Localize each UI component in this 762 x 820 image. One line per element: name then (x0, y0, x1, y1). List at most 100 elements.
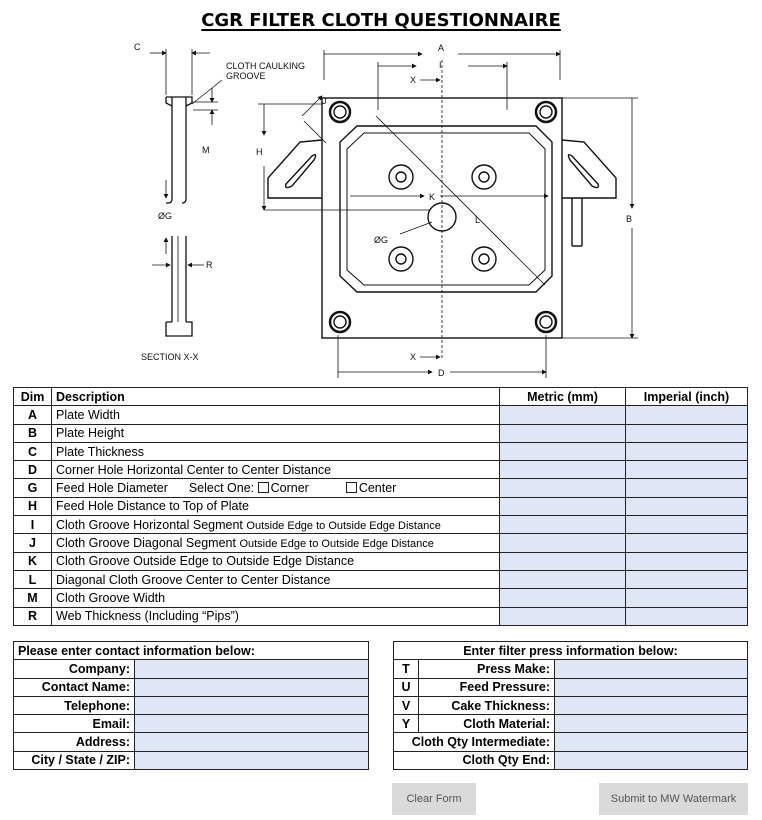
contact-header: Please enter contact information below: (13, 640, 369, 661)
press-dim-code: T (393, 659, 419, 679)
label-r: R (206, 260, 213, 270)
imperial-input-r[interactable] (625, 606, 748, 626)
imperial-input-g[interactable] (625, 478, 748, 498)
submit-button[interactable]: Submit to MW Watermark (599, 783, 748, 815)
cloth-qty-end-field[interactable] (554, 750, 748, 771)
email-field[interactable] (134, 714, 369, 734)
header-description: Description (51, 386, 500, 407)
cloth-qty-end-label: Cloth Qty End: (393, 750, 555, 771)
metric-input-g[interactable] (499, 478, 626, 498)
metric-input-d[interactable] (499, 460, 626, 480)
table-row: City / State / ZIP: (13, 750, 369, 771)
metric-input-m[interactable] (499, 588, 626, 608)
label-groove-2: GROOVE (226, 71, 266, 81)
imperial-input-m[interactable] (625, 588, 748, 608)
metric-input-l[interactable] (499, 569, 626, 590)
cloth-material-field[interactable] (554, 714, 748, 734)
page-title: CGR FILTER CLOTH QUESTIONNAIRE (0, 10, 762, 31)
contact-name-label: Contact Name: (13, 677, 135, 697)
select-one-label: Select One: (188, 481, 255, 496)
clear-form-button[interactable]: Clear Form (392, 783, 476, 815)
telephone-field[interactable] (134, 695, 369, 716)
telephone-label: Telephone: (13, 695, 135, 716)
imperial-input-c[interactable] (625, 441, 748, 462)
imperial-input-a[interactable] (625, 405, 748, 425)
table-row: B Plate Height (13, 423, 748, 443)
table-row: L Diagonal Cloth Groove Center to Center… (13, 569, 748, 590)
dim-code: G (13, 478, 52, 498)
dimension-table-header: Dim Description Metric (mm) Imperial (in… (13, 386, 748, 407)
label-a: A (438, 43, 444, 53)
press-make-field[interactable] (554, 659, 748, 679)
table-row: H Feed Hole Distance to Top of Plate (13, 496, 748, 517)
dim-code: R (13, 606, 52, 626)
table-row: G Feed Hole Diameter Select One: Corner … (13, 478, 748, 498)
table-row: K Cloth Groove Outside Edge to Outside E… (13, 551, 748, 571)
dim-code: H (13, 496, 52, 517)
imperial-input-h[interactable] (625, 496, 748, 517)
press-header: Enter filter press information below: (393, 640, 748, 661)
metric-input-j[interactable] (499, 533, 626, 553)
dim-description: Cloth Groove Horizontal Segment Outside … (51, 515, 500, 535)
dim-description: Diagonal Cloth Groove Center to Center D… (51, 569, 500, 590)
label-h: H (256, 147, 263, 157)
city-state-zip-field[interactable] (134, 750, 369, 771)
dim-code: A (13, 405, 52, 425)
label-c: C (134, 42, 141, 52)
company-field[interactable] (134, 659, 369, 679)
table-row: D Corner Hole Horizontal Center to Cente… (13, 460, 748, 480)
imperial-input-k[interactable] (625, 551, 748, 571)
table-row: Email: (13, 714, 369, 734)
table-row: I Cloth Groove Horizontal Segment Outsid… (13, 515, 748, 535)
metric-input-i[interactable] (499, 515, 626, 535)
center-checkbox[interactable] (345, 482, 357, 494)
label-og-plate: ØG (374, 235, 388, 245)
cake-thickness-label: Cake Thickness: (418, 695, 555, 716)
cloth-material-label: Cloth Material: (418, 714, 555, 734)
feed-pressure-label: Feed Pressure: (418, 677, 555, 697)
address-field[interactable] (134, 732, 369, 752)
feed-pressure-field[interactable] (554, 677, 748, 697)
dim-description: Feed Hole Diameter Select One: Corner Ce… (51, 478, 500, 498)
dim-description: Plate Height (51, 423, 500, 443)
metric-input-h[interactable] (499, 496, 626, 517)
address-label: Address: (13, 732, 135, 752)
dim-code: L (13, 569, 52, 590)
contact-table: Please enter contact information below: … (13, 640, 369, 771)
label-og-left: ØG (158, 211, 172, 221)
cake-thickness-field[interactable] (554, 695, 748, 716)
dim-code: K (13, 551, 52, 571)
imperial-input-i[interactable] (625, 515, 748, 535)
dim-description: Cloth Groove Outside Edge to Outside Edg… (51, 551, 500, 571)
dim-code: B (13, 423, 52, 443)
header-dim: Dim (13, 386, 52, 407)
contact-name-field[interactable] (134, 677, 369, 697)
corner-label: Corner (270, 481, 309, 496)
table-row: M Cloth Groove Width (13, 588, 748, 608)
plate-view (267, 97, 617, 339)
imperial-input-d[interactable] (625, 460, 748, 480)
dim-description-extra: Outside Edge to Outside Edge Distance (239, 538, 434, 551)
metric-input-c[interactable] (499, 441, 626, 462)
metric-input-r[interactable] (499, 606, 626, 626)
label-groove-1: CLOTH CAULKING (226, 61, 305, 71)
city-state-zip-label: City / State / ZIP: (13, 750, 135, 771)
dim-description-main: Cloth Groove Horizontal Segment (56, 517, 243, 532)
contact-header-row: Please enter contact information below: (13, 640, 369, 661)
imperial-input-j[interactable] (625, 533, 748, 553)
cloth-qty-intermediate-field[interactable] (554, 732, 748, 752)
label-k: K (429, 192, 435, 202)
center-label: Center (358, 481, 397, 496)
label-m: M (202, 145, 210, 155)
imperial-input-l[interactable] (625, 569, 748, 590)
dim-code: D (13, 460, 52, 480)
metric-input-b[interactable] (499, 423, 626, 443)
label-section: SECTION X-X (141, 352, 199, 362)
imperial-input-b[interactable] (625, 423, 748, 443)
metric-input-a[interactable] (499, 405, 626, 425)
metric-input-k[interactable] (499, 551, 626, 571)
corner-checkbox[interactable] (257, 482, 269, 494)
